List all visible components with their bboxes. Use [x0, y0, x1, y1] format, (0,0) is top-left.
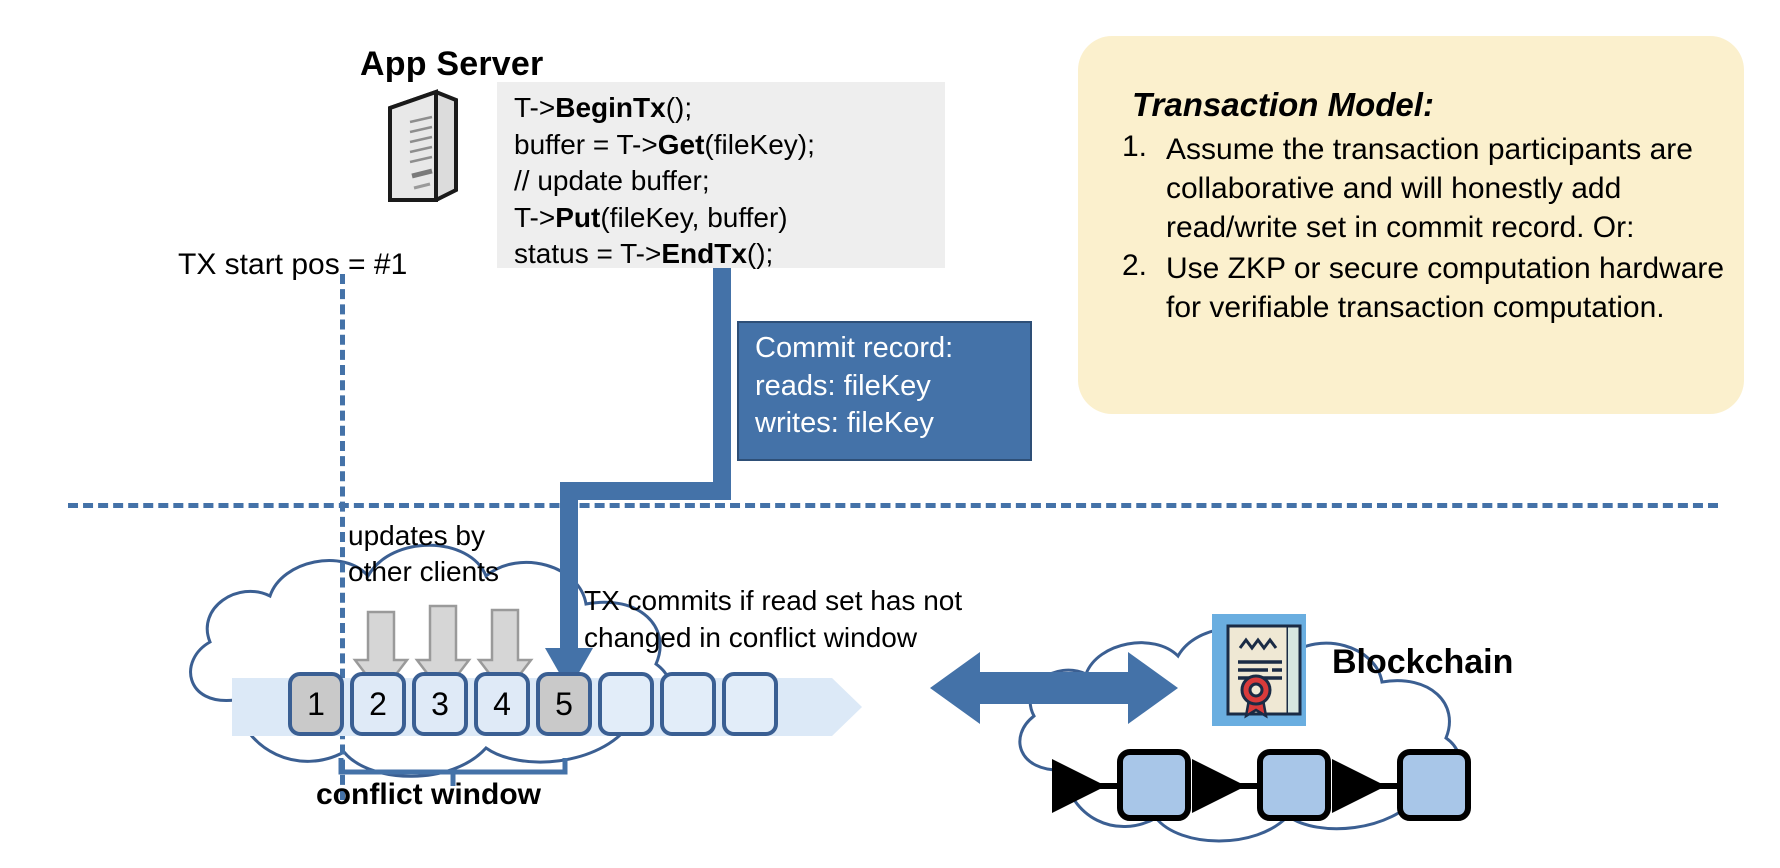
- code-line: T->BeginTx();: [514, 90, 944, 127]
- code-line-keyword: BeginTx: [555, 92, 666, 123]
- commit-record-text: Commit record: reads: fileKey writes: fi…: [755, 330, 1035, 443]
- transaction-model-item: 2. Use ZKP or secure computation hardware…: [1122, 249, 1732, 327]
- app-server-title: App Server: [360, 45, 544, 83]
- commit-record-reads: reads: fileKey: [755, 369, 931, 402]
- code-line: // update buffer;: [514, 163, 944, 200]
- certificate-seal-icon: [1212, 614, 1306, 726]
- updates-label-line2: other clients: [348, 555, 499, 587]
- blockchain-block: [1117, 749, 1191, 821]
- code-line-text: // update buffer;: [514, 165, 710, 197]
- code-line-args: ();: [746, 238, 774, 270]
- transaction-model-box: [1078, 36, 1744, 414]
- log-cell[interactable]: [722, 672, 778, 736]
- transaction-model-item: 1. Assume the transaction participants ar…: [1122, 130, 1732, 247]
- code-line-text: T->: [514, 92, 556, 123]
- blockchain-label: Blockchain: [1332, 643, 1514, 681]
- code-line-keyword: EndTx: [661, 238, 747, 270]
- code-line-args: ();: [665, 92, 693, 123]
- commit-record-writes: writes: fileKey: [755, 407, 934, 440]
- transaction-model-item-number: 2.: [1122, 249, 1148, 282]
- code-line-args: (fileKey);: [704, 128, 815, 160]
- sync-double-arrow-icon: [930, 652, 1178, 724]
- code-line: buffer = T->Get(fileKey);: [514, 127, 944, 164]
- code-line-text: buffer = T->: [514, 128, 658, 160]
- code-panel: [497, 82, 945, 268]
- log-cell[interactable]: 3: [412, 672, 468, 736]
- code-line-args: (fileKey, buffer): [600, 201, 788, 233]
- code-line-text: T->: [514, 201, 556, 233]
- code-line: T->Put(fileKey, buffer): [514, 200, 944, 237]
- code-lines: T->BeginTx();buffer = T->Get(fileKey);//…: [514, 90, 944, 273]
- commit-condition-note: TX commits if read set has not changed i…: [584, 583, 962, 657]
- tx-start-marker-line: [340, 274, 345, 800]
- layer-separator-horizontal: [68, 503, 1718, 508]
- log-cell[interactable]: [660, 672, 716, 736]
- log-cell[interactable]: 4: [474, 672, 530, 736]
- commit-condition-line1: TX commits if read set has not: [584, 585, 963, 616]
- code-line-text: status = T->: [514, 238, 662, 270]
- code-line-keyword: Put: [555, 201, 601, 233]
- commit-record-box: [737, 321, 1032, 461]
- commit-record-heading: Commit record:: [755, 332, 954, 364]
- tx-start-pos-label: TX start pos = #1: [178, 248, 408, 281]
- log-cell[interactable]: 1: [288, 672, 344, 736]
- log-cell[interactable]: 5: [536, 672, 592, 736]
- transaction-model-list: 1. Assume the transaction participants ar…: [1122, 130, 1732, 329]
- code-line-keyword: Get: [657, 128, 705, 160]
- updates-by-other-clients-label: updates by other clients: [348, 518, 499, 590]
- transaction-model-title: Transaction Model:: [1132, 86, 1434, 123]
- code-line: status = T->EndTx();: [514, 236, 944, 273]
- log-cell[interactable]: 2: [350, 672, 406, 736]
- transaction-model-item-number: 1.: [1122, 130, 1148, 163]
- conflict-window-label: conflict window: [316, 778, 541, 811]
- server-tower-icon: [388, 89, 458, 202]
- log-end-arrow-icon: [832, 678, 862, 736]
- blockchain-block: [1397, 749, 1471, 821]
- transaction-model-item-text: Use ZKP or secure computation hardware f…: [1166, 252, 1725, 324]
- log-cell[interactable]: [598, 672, 654, 736]
- updates-label-line1: updates by: [348, 520, 485, 551]
- transaction-model-item-text: Assume the transaction participants are …: [1166, 133, 1693, 244]
- blockchain-block: [1257, 749, 1331, 821]
- commit-condition-line2: changed in conflict window: [584, 621, 918, 653]
